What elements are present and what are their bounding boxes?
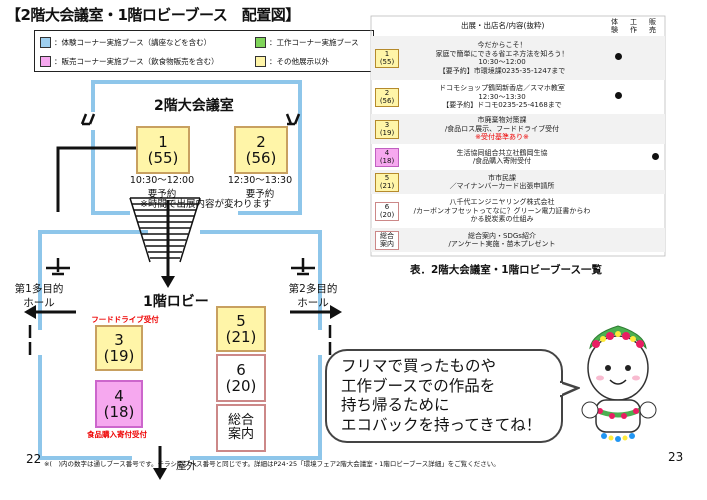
row-desc: 市廃棄物対策課/食品ロス展示、フードドライブ受付※受付基準あり※	[444, 116, 560, 142]
floor1-wall-bottom-left	[38, 355, 132, 460]
outside-label: 屋外	[176, 460, 197, 472]
table-header: 出展・出店名/内容(抜粋) 体験 工作 販売	[371, 16, 665, 34]
floor1-wall-left	[38, 230, 148, 330]
table-row: 4(18) 生活協同組合共立社鶴岡生協/食品購入寄附受付	[371, 146, 665, 168]
booth-6[interactable]: 6(20)	[216, 354, 266, 402]
row-booth-num: 総合案内	[375, 230, 399, 250]
floor2-wall-left	[91, 130, 130, 215]
legend-yellow: ：その他展示以外	[255, 56, 329, 67]
table-row: 6(20) 八千代エンジニヤリング株式会社/カーボンオフセットってなに？グリーン…	[371, 196, 665, 226]
col-experience: 体験	[611, 18, 618, 34]
mascot-illustration	[581, 325, 657, 442]
booth-2[interactable]: 2(56)	[234, 126, 288, 174]
table-row: 3(19) 市廃棄物対策課/食品ロス展示、フードドライブ受付※受付基準あり※	[371, 114, 665, 144]
speech-bubble: フリマで買ったものや 工作ブースでの作品を 持ち帰るために エコバックを持ってき…	[325, 349, 563, 443]
booth-3[interactable]: 3(19)	[95, 325, 143, 371]
legend-green: ：工作コーナー実施ブース	[255, 37, 359, 48]
legend-pink: ：販売コーナー実施ブース（飲食物販売を含む）	[40, 56, 219, 67]
col-sales: 販売	[649, 18, 656, 34]
booth-1[interactable]: 1(55)	[136, 126, 190, 174]
row-booth-num: 3(19)	[375, 119, 399, 139]
footnote: ※( )内の数字は通しブース番号です。チラシのブース番号と同じです。詳細はP24…	[44, 460, 500, 468]
row-desc: 八千代エンジニヤリング株式会社/カーボンオフセットってなに？グリーン電力証書から…	[413, 198, 591, 224]
yellow-swatch	[255, 56, 266, 67]
sales-dot	[652, 153, 659, 160]
row-booth-num: 1(55)	[375, 48, 399, 68]
info-booth[interactable]: 総合 案内	[216, 404, 266, 452]
page-number-right: 23	[668, 450, 684, 464]
row-booth-num: 4(18)	[375, 147, 399, 167]
table-caption: 表．2階大会議室・1階ロビーブース一覧	[410, 264, 602, 276]
page-number-left: 22	[26, 452, 42, 466]
floor2-wall	[91, 80, 302, 215]
row-desc: 市市民課／マイナンバーカード出張申請所	[449, 173, 555, 191]
table-header-label: 出展・出店名/内容(抜粋)	[461, 21, 545, 30]
booth-5[interactable]: 5(21)	[216, 306, 266, 352]
floor1-label: 1階ロビー	[143, 294, 209, 310]
row-booth-num: 5(21)	[375, 172, 399, 192]
row-booth-num: 2(56)	[375, 87, 399, 107]
time-note: ※時間で出展内容が変わります	[140, 199, 272, 210]
experience-dot	[615, 92, 622, 99]
row-desc: 生活協同組合共立社鶴岡生協/食品購入寄附受付	[456, 148, 548, 166]
floor2-label: 2階大会議室	[154, 98, 234, 114]
row-desc: 総合案内・SDGs紹介/アンケート実施・苗木プレゼント	[448, 231, 556, 249]
col-craft: 工作	[630, 18, 637, 34]
row-desc: 今だからこそ！家庭で簡単にできる省エネ方法を知ろう！10:30～12:00【要予…	[435, 41, 569, 75]
legend-blue: ：体験コーナー実施ブース（講座などを含む）	[40, 37, 211, 48]
floor1-wall-bottom-right	[190, 355, 322, 460]
pink-swatch	[40, 56, 51, 67]
booth-4[interactable]: 4(18)	[95, 380, 143, 428]
table-row: 5(21) 市市民課／マイナンバーカード出張申請所	[371, 170, 665, 194]
hall-1-label: 第1多目的 ホール	[14, 283, 64, 309]
food-drive-label: フードドライブ受付	[91, 315, 159, 324]
hall-2-label: 第2多目的 ホール	[288, 283, 338, 309]
green-swatch	[255, 37, 266, 48]
table-row: 総合案内 総合案内・SDGs紹介/アンケート実施・苗木プレゼント	[371, 228, 665, 252]
page-title: 【2階大会議室・1階ロビーブース 配置図】	[6, 6, 300, 24]
bubble-tail	[560, 380, 580, 398]
experience-dot	[615, 53, 622, 60]
floor1-wall-right	[200, 230, 322, 330]
row-booth-num: 6(20)	[375, 201, 399, 221]
food-sale-label: 食品購入寄付受付	[87, 430, 147, 439]
blue-swatch	[40, 37, 51, 48]
